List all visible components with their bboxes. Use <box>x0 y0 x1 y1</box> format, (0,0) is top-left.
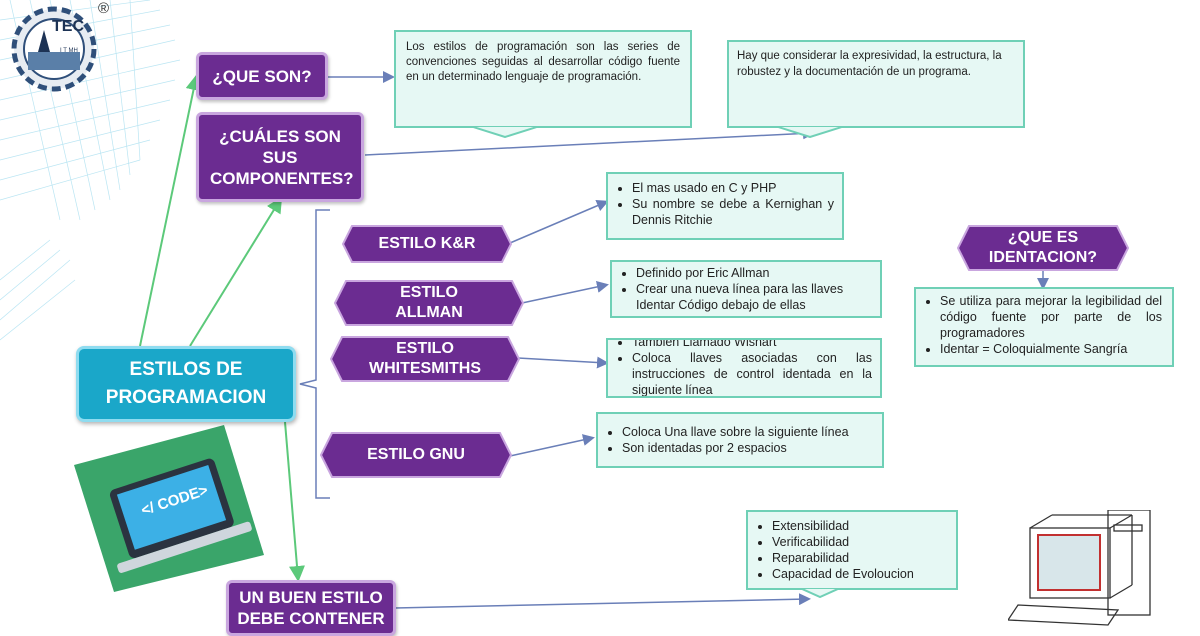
callout-identacion-item: Identar = Coloquialmente Sangría <box>940 341 1162 357</box>
callout-kr-item: Su nombre se debe a Kernighan y Dennis R… <box>632 196 834 228</box>
gear-icon <box>11 6 97 92</box>
callout-buen-estilo-item: Verificabilidad <box>772 534 948 550</box>
callout-allman: Definido por Eric Allman Crear una nueva… <box>610 260 882 318</box>
node-allman-label: ESTILO ALLMAN <box>395 284 463 321</box>
node-gnu-label: ESTILO GNU <box>367 446 465 463</box>
node-kr: ESTILO K&R <box>342 225 512 263</box>
callout-kr: El mas usado en C y PHP Su nombre se deb… <box>606 172 844 240</box>
node-identacion-label: ¿QUE ES IDENTACION? <box>988 229 1098 266</box>
node-buen-estilo-label: UN BUEN ESTILO DEBE CONTENER <box>237 588 385 628</box>
node-buen-estilo: UN BUEN ESTILO DEBE CONTENER <box>226 580 396 636</box>
callout-kr-item: El mas usado en C y PHP <box>632 180 834 196</box>
callout-whitesmiths-item: Coloca llaves asociadas con las instrucc… <box>632 350 872 396</box>
registered-mark: ® <box>98 0 110 17</box>
callout-que-son-text: Los estilos de programación son las seri… <box>406 41 680 83</box>
callout-buen-estilo-item: Extensibilidad <box>772 518 948 534</box>
computer-icon <box>1008 510 1151 626</box>
callout-componentes: Hay que considerar la expresividad, la e… <box>727 40 1025 128</box>
callout-allman-item: Definido por Eric Allman <box>636 265 872 281</box>
callout-identacion: Se utiliza para mejorar la legibilidad d… <box>914 287 1174 367</box>
node-gnu: ESTILO GNU <box>320 432 512 478</box>
node-que-son: ¿QUE SON? <box>196 52 328 100</box>
callout-allman-item: Crear una nueva línea para las llaves Id… <box>636 281 872 313</box>
node-componentes: ¿CUÁLES SON SUS COMPONENTES? <box>196 112 364 202</box>
node-whitesmiths-label: ESTILO WHITESMITHS <box>369 340 481 377</box>
logo-subtext: I T MH <box>60 48 78 54</box>
callout-que-son: Los estilos de programación son las seri… <box>394 30 692 128</box>
callout-buen-estilo-item: Capacidad de Evoloucion <box>772 566 948 582</box>
callout-tail <box>775 126 845 138</box>
node-que-son-label: ¿QUE SON? <box>212 66 312 86</box>
arrow-to-que-son <box>139 74 202 347</box>
callout-gnu-item: Son identadas por 2 espacios <box>622 440 874 456</box>
central-node: ESTILOS DE PROGRAMACION <box>76 346 296 422</box>
callout-componentes-text: Hay que considerar la expresividad, la e… <box>737 50 1002 78</box>
node-componentes-label: ¿CUÁLES SON SUS COMPONENTES? <box>210 126 354 188</box>
brace <box>299 209 330 499</box>
callout-whitesmiths: También Llamado Wishart Coloca llaves as… <box>606 338 882 398</box>
node-kr-label: ESTILO K&R <box>378 235 476 252</box>
callout-buen-estilo-item: Reparabilidad <box>772 550 948 566</box>
callout-gnu: Coloca Una llave sobre la siguiente líne… <box>596 412 884 468</box>
arrow-to-buen-estilo <box>284 421 305 582</box>
arrow-to-componentes <box>189 196 283 347</box>
tec-logo: TEC I T MH <box>8 2 100 94</box>
logo-text: TEC <box>52 18 84 35</box>
callout-gnu-item: Coloca Una llave sobre la siguiente líne… <box>622 424 874 440</box>
node-whitesmiths: ESTILO WHITESMITHS <box>330 336 520 382</box>
callout-whitesmiths-item: También Llamado Wishart <box>632 340 872 350</box>
node-identacion: ¿QUE ES IDENTACION? <box>957 225 1129 271</box>
callout-identacion-item: Se utiliza para mejorar la legibilidad d… <box>940 293 1162 341</box>
central-title: ESTILOS DE PROGRAMACION <box>105 359 267 408</box>
callout-tail <box>800 588 840 598</box>
laptop-illustration: </ CODE> <box>64 420 274 595</box>
callout-tail <box>470 126 540 138</box>
node-allman: ESTILO ALLMAN <box>334 280 524 326</box>
callout-buen-estilo: Extensibilidad Verificabilidad Reparabil… <box>746 510 958 590</box>
